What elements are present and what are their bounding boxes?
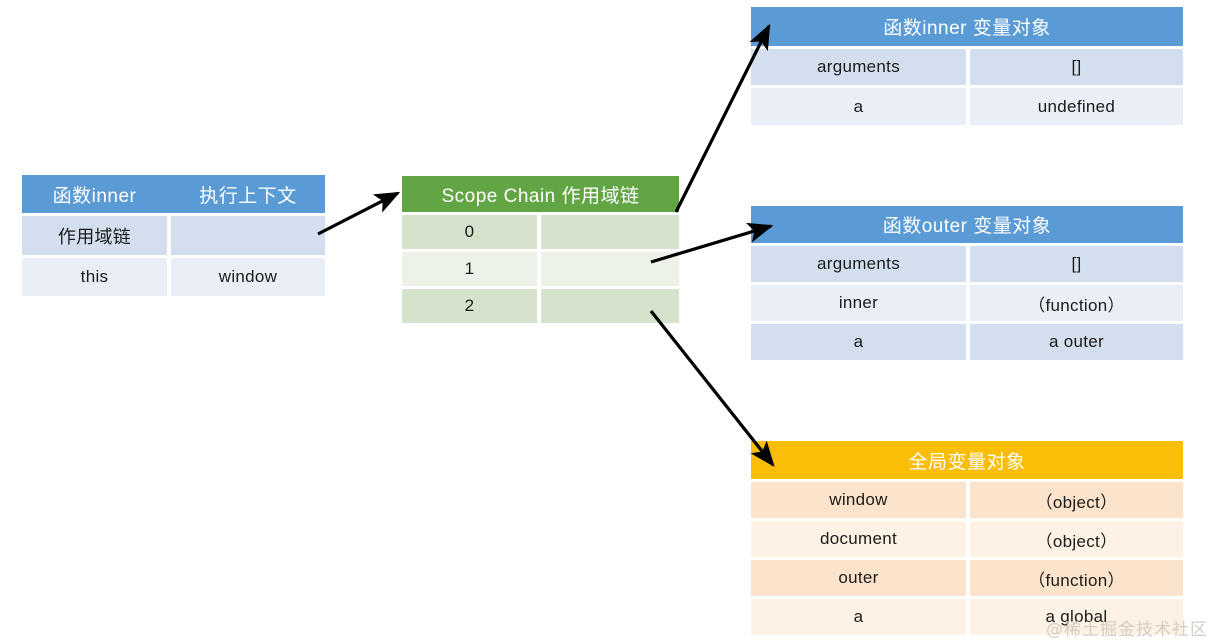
table-row: 作用域链: [22, 216, 325, 255]
arrow-exec-to-scopechain: [317, 191, 401, 236]
inner-vo-row-1-value: undefined: [970, 88, 1183, 125]
scope-chain-row-0-index: 0: [402, 215, 537, 249]
exec-context-row-1-value: window: [171, 258, 325, 296]
inner-vo-row-0-key: arguments: [751, 49, 966, 85]
outer-vo-row-1-key: inner: [751, 285, 966, 321]
exec-context-header-right: 执行上下文: [171, 175, 325, 213]
row-gap: [751, 85, 1183, 88]
scope-chain-row-2-value: [541, 289, 679, 323]
scope-chain-table: Scope Chain 作用域链 0 1 2: [402, 176, 679, 323]
cell-divider: [966, 324, 970, 360]
row-gap: [751, 321, 1183, 324]
cell-divider: [537, 252, 541, 286]
global-vo-row-1-key: document: [751, 521, 966, 557]
exec-context-header-row: 函数inner 执行上下文: [22, 175, 325, 213]
exec-context-header-left: 函数inner: [22, 175, 167, 213]
scope-chain-header: Scope Chain 作用域链: [402, 176, 679, 212]
table-row: a a outer: [751, 324, 1183, 360]
table-row: a a global: [751, 599, 1183, 635]
cell-divider: [966, 88, 970, 125]
exec-context-row-1-key: this: [22, 258, 167, 296]
row-gap: [22, 213, 325, 216]
table-row: document （object）: [751, 521, 1183, 557]
row-gap: [751, 243, 1183, 246]
table-row: inner （function）: [751, 285, 1183, 321]
global-vo-row-0-key: window: [751, 482, 966, 518]
exec-context-row-0-value: [171, 216, 325, 255]
outer-vo-row-2-key: a: [751, 324, 966, 360]
global-variable-object-table: 全局变量对象 window （object） document （object）…: [751, 441, 1183, 635]
outer-vo-row-1-value: （function）: [970, 285, 1183, 321]
global-vo-row-2-key: outer: [751, 560, 966, 596]
table-row: 2: [402, 289, 679, 323]
row-gap: [402, 212, 679, 215]
row-gap: [751, 518, 1183, 521]
outer-vo-row-0-value: []: [970, 246, 1183, 282]
outer-vo-row-0-key: arguments: [751, 246, 966, 282]
table-row: 0: [402, 215, 679, 249]
cell-divider: [167, 216, 171, 255]
row-gap: [402, 286, 679, 289]
global-vo-row-3-value: a global: [970, 599, 1183, 635]
scope-chain-row-1-index: 1: [402, 252, 537, 286]
row-gap: [751, 46, 1183, 49]
inner-vo-row-0-value: []: [970, 49, 1183, 85]
cell-divider: [537, 215, 541, 249]
cell-divider: [167, 258, 171, 296]
outer-vo-header: 函数outer 变量对象: [751, 206, 1183, 243]
cell-divider: [966, 560, 970, 596]
header-divider: [167, 175, 171, 213]
scope-chain-row-2-index: 2: [402, 289, 537, 323]
exec-context-table: 函数inner 执行上下文 作用域链 this window: [22, 175, 325, 296]
table-row: a undefined: [751, 88, 1183, 125]
row-gap: [751, 282, 1183, 285]
inner-vo-row-1-key: a: [751, 88, 966, 125]
cell-divider: [966, 599, 970, 635]
row-gap: [751, 596, 1183, 599]
table-row: arguments []: [751, 49, 1183, 85]
cell-divider: [966, 482, 970, 518]
watermark: @稀土掘金技术社区: [1046, 620, 1208, 640]
global-vo-row-2-value: （function）: [970, 560, 1183, 596]
table-row: outer （function）: [751, 560, 1183, 596]
table-row: 1: [402, 252, 679, 286]
global-vo-row-3-key: a: [751, 599, 966, 635]
cell-divider: [966, 246, 970, 282]
table-row: arguments []: [751, 246, 1183, 282]
cell-divider: [537, 289, 541, 323]
table-row: window （object）: [751, 482, 1183, 518]
outer-vo-row-2-value: a outer: [970, 324, 1183, 360]
row-gap: [751, 557, 1183, 560]
scope-chain-row-1-value: [541, 252, 679, 286]
global-vo-row-0-value: （object）: [970, 482, 1183, 518]
row-gap: [402, 249, 679, 252]
row-gap: [22, 255, 325, 258]
inner-variable-object-table: 函数inner 变量对象 arguments [] a undefined: [751, 7, 1183, 125]
inner-vo-header: 函数inner 变量对象: [751, 7, 1183, 46]
global-vo-row-1-value: （object）: [970, 521, 1183, 557]
outer-variable-object-table: 函数outer 变量对象 arguments [] inner （functio…: [751, 206, 1183, 360]
cell-divider: [966, 49, 970, 85]
global-vo-header: 全局变量对象: [751, 441, 1183, 479]
cell-divider: [966, 285, 970, 321]
cell-divider: [966, 521, 970, 557]
scope-chain-row-0-value: [541, 215, 679, 249]
row-gap: [751, 479, 1183, 482]
exec-context-row-0-key: 作用域链: [22, 216, 167, 255]
table-row: this window: [22, 258, 325, 296]
